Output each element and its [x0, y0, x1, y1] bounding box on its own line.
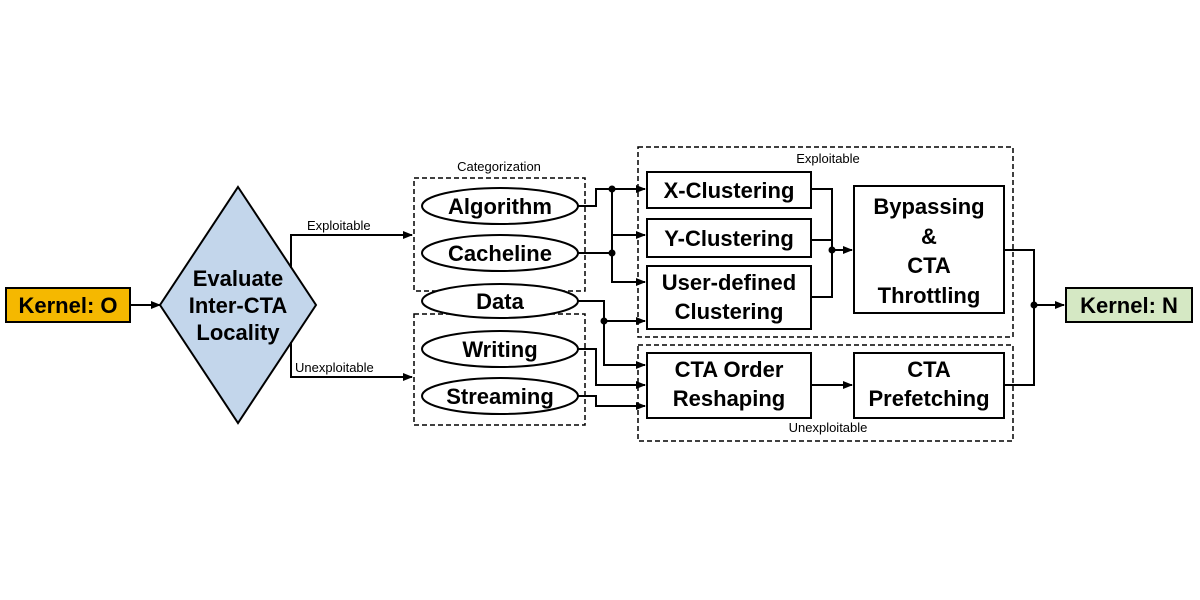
cta-order-reshaping-node: CTA Order Reshaping — [646, 352, 812, 419]
edge-exploitable — [290, 231, 413, 268]
bypassing-throttling-node: Bypassing & CTA Throttling — [853, 185, 1005, 314]
kernel-in-node: Kernel: O — [5, 287, 131, 323]
user-defined-line-1: User-defined — [662, 270, 796, 295]
bypassing-line-3: CTA — [907, 253, 951, 278]
clustering-to-bypassing-connectors — [811, 188, 853, 298]
evaluate-line-2: Inter-CTA — [189, 293, 288, 318]
x-clustering-label: X-Clustering — [664, 178, 795, 203]
category-algorithm: Algorithm — [421, 187, 579, 225]
y-clustering-node: Y-Clustering — [646, 218, 812, 258]
categorization-lower-box — [413, 313, 586, 426]
evaluate-line-3: Locality — [196, 320, 280, 345]
y-clustering-label: Y-Clustering — [664, 226, 794, 251]
unexploitable-group-box — [637, 344, 1014, 442]
kernel-in-label: Kernel: O — [18, 293, 117, 318]
prefetching-line-2: Prefetching — [868, 386, 989, 411]
output-connectors — [1004, 249, 1065, 386]
reshaping-line-2: Reshaping — [673, 386, 785, 411]
category-data-label: Data — [476, 289, 524, 314]
exploitable-group-box — [637, 146, 1014, 338]
kernel-out-label: Kernel: N — [1080, 293, 1178, 318]
category-writing-label: Writing — [462, 337, 537, 362]
kernel-out-node: Kernel: N — [1065, 287, 1193, 323]
unexploitable-group-title: Unexploitable — [789, 420, 868, 435]
category-writing: Writing — [421, 330, 579, 368]
user-defined-line-2: Clustering — [675, 299, 784, 324]
bypassing-line-1: Bypassing — [873, 194, 984, 219]
category-to-clustering-connectors — [578, 185, 646, 286]
category-algorithm-label: Algorithm — [448, 194, 552, 219]
category-data: Data — [421, 283, 579, 319]
category-cacheline-label: Cacheline — [448, 241, 552, 266]
category-streaming: Streaming — [421, 377, 579, 415]
edge-unexploitable-label: Unexploitable — [295, 360, 374, 375]
edge-unexploitable — [290, 342, 413, 381]
user-defined-clustering-node: User-defined Clustering — [646, 265, 812, 330]
evaluate-line-1: Evaluate — [193, 266, 284, 291]
category-streaming-label: Streaming — [446, 384, 554, 409]
cta-prefetching-node: CTA Prefetching — [853, 352, 1005, 419]
evaluate-locality-diamond: Evaluate Inter-CTA Locality — [158, 185, 318, 425]
bypassing-line-2: & — [921, 224, 937, 249]
x-clustering-node: X-Clustering — [646, 171, 812, 209]
reshaping-line-1: CTA Order — [675, 357, 784, 382]
writing-streaming-connectors — [578, 348, 646, 410]
prefetching-line-1: CTA — [907, 357, 951, 382]
edge-exploitable-label: Exploitable — [307, 218, 371, 233]
exploitable-group-title: Exploitable — [796, 151, 860, 166]
bypassing-line-4: Throttling — [878, 283, 981, 308]
category-cacheline: Cacheline — [421, 234, 579, 272]
categorization-title: Categorization — [457, 159, 541, 174]
data-connectors — [578, 300, 646, 369]
